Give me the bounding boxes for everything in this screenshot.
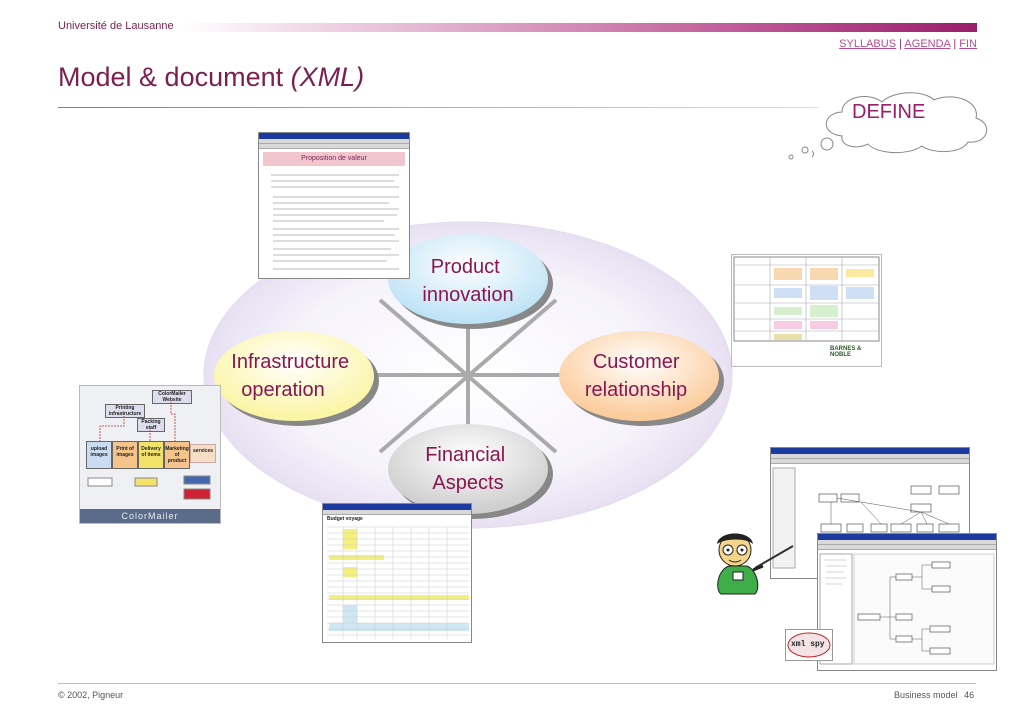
colormailer-arrows xyxy=(87,402,211,500)
nav-separator: | xyxy=(899,38,902,50)
title-italic: (XML) xyxy=(290,62,365,92)
svg-text:Infrastructure operation: Infrastructure operation xyxy=(231,351,354,401)
step-box: upload images xyxy=(86,441,112,469)
proposition-document-thumbnail: Proposition de valeur xyxy=(258,132,410,279)
cloud-bubbles xyxy=(788,146,809,160)
node-financial-aspects xyxy=(388,424,548,514)
node-label: Product xyxy=(431,256,500,278)
xml-spy-logo: xml spy xyxy=(785,629,833,661)
svg-text:Customer relationship: Customer relationship xyxy=(585,351,687,401)
doc-text-lines xyxy=(271,174,399,270)
website-box: ColorMailer Website xyxy=(152,390,192,404)
agenda-link[interactable]: AGENDA xyxy=(904,38,951,50)
footer-section-label: Business model xyxy=(894,690,958,700)
printing-box: Printing infrastructure xyxy=(105,404,145,418)
step-box: Marketing of product xyxy=(164,441,190,469)
node-label: Infrastructure xyxy=(231,351,349,373)
xml-schema-diagram-front xyxy=(819,553,995,665)
footer-divider xyxy=(58,683,976,684)
svg-text:Financial Aspects: Financial Aspects xyxy=(425,444,511,494)
page-title: Model & document (XML) xyxy=(58,62,364,93)
node-label: Customer xyxy=(593,351,680,373)
connector-lines xyxy=(335,298,600,454)
colormailer-diagram-thumbnail: ColorMailer Website Printing infrastruct… xyxy=(79,385,221,524)
xml-spy-label: xml spy xyxy=(791,640,825,649)
thought-cloud xyxy=(812,92,988,158)
node-label: innovation xyxy=(422,284,513,306)
xml-schema-diagram-back xyxy=(772,467,960,569)
title-main: Model & document xyxy=(58,62,284,92)
packing-box: Packing staff xyxy=(137,418,165,432)
budget-spreadsheet-thumbnail: Budget voyage xyxy=(322,503,472,643)
nav-links: SYLLABUS | AGENDA | FIN xyxy=(839,38,977,50)
page-number: 46 xyxy=(964,690,975,700)
university-name: Université de Lausanne xyxy=(58,20,174,32)
node-customer-relationship xyxy=(559,331,719,421)
sheet-heading: Budget voyage xyxy=(327,516,363,522)
node-label: Aspects xyxy=(432,472,503,494)
xml-editor-window-front xyxy=(817,533,997,671)
professor-clipart xyxy=(717,533,794,595)
colormailer-brand: ColorMailer xyxy=(80,509,220,523)
copyright: © 2002, Pigneur xyxy=(58,690,124,700)
doc-heading: Proposition de valeur xyxy=(263,152,405,166)
step-box: Delivery of items xyxy=(138,441,164,469)
fin-link[interactable]: FIN xyxy=(959,38,977,50)
step-box: Print of images xyxy=(112,441,138,469)
customer-table-thumbnail: BARNES & NOBLE xyxy=(731,254,882,367)
nav-separator: | xyxy=(953,38,957,50)
node-label: relationship xyxy=(585,379,687,401)
footer-section: Business model 46 xyxy=(894,690,974,700)
step-box: services xyxy=(190,444,216,463)
node-product-innovation xyxy=(388,234,548,324)
customer-table-grid xyxy=(733,256,880,342)
node-label: Financial xyxy=(425,444,505,466)
syllabus-link[interactable]: SYLLABUS xyxy=(839,38,897,50)
node-label: operation xyxy=(241,379,324,401)
define-label: DEFINE xyxy=(852,101,926,123)
header-gradient-bar xyxy=(180,23,977,32)
svg-text:Product innovation: Product innovation xyxy=(422,256,513,306)
xml-spy-badge xyxy=(787,632,831,658)
barnes-noble-logo: BARNES & NOBLE xyxy=(830,346,862,358)
title-divider xyxy=(58,107,818,108)
spreadsheet-grid xyxy=(327,526,469,639)
node-infrastructure-operation xyxy=(214,331,374,421)
